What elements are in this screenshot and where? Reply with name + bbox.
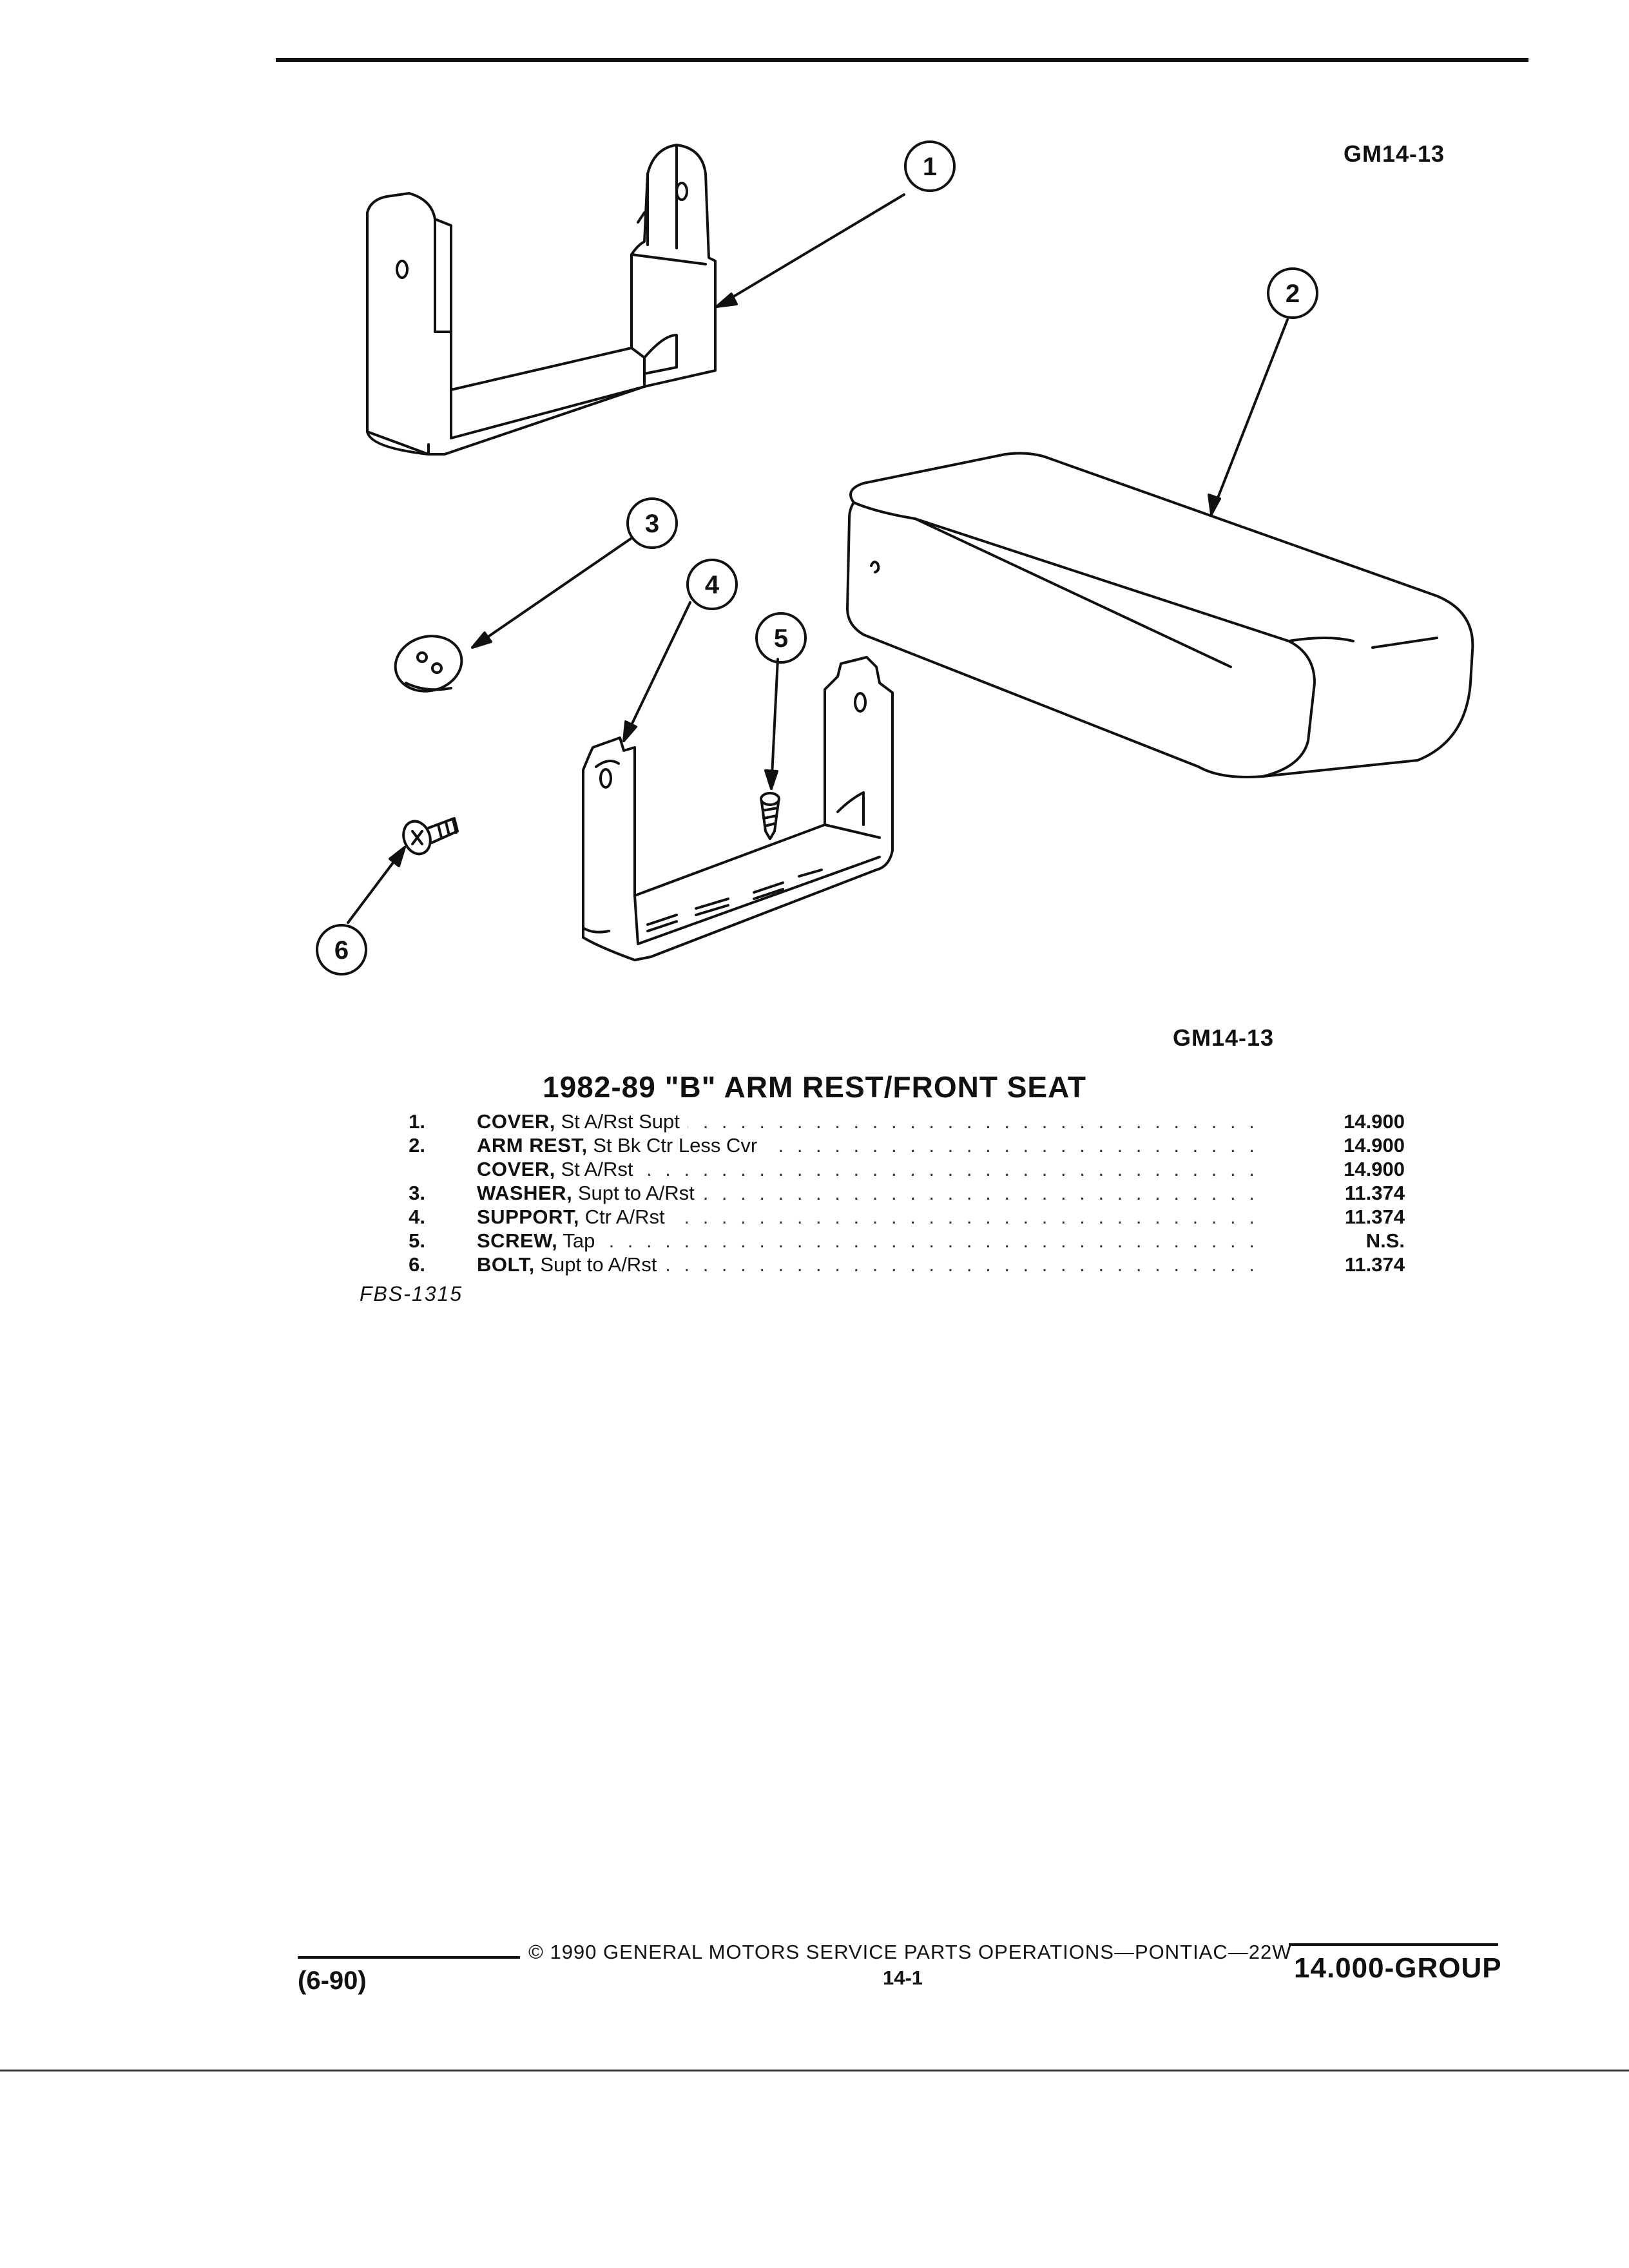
callout-circle-3 [626,497,678,549]
parts-row: 2. . . . . . . . . . . . . . . . . . . .… [361,1133,1405,1157]
part-number: 5. [409,1229,425,1252]
part-detail: Tap [563,1229,595,1252]
callout-label-3: 3 [645,510,659,538]
group-number: N.S. [1365,1229,1405,1252]
parts-row: . . . . . . . . . . . . . . . . . . . . … [361,1157,1405,1181]
part-name: ARM REST, [477,1134,588,1157]
part-description: SUPPORT, Ctr A/Rst [477,1205,673,1229]
group-number: 14.900 [1344,1110,1405,1133]
callout-circle-6 [316,924,367,975]
part-number: 4. [409,1206,425,1228]
callout-circle-1 [904,140,956,192]
part-number: 1. [409,1110,425,1133]
part-cover-support [366,144,717,456]
part-name: WASHER, [477,1182,573,1204]
part-name: BOLT, [477,1253,535,1276]
part-number: 3. [409,1182,425,1204]
part-name: COVER, [477,1110,555,1133]
footer-copyright: © 1990 GENERAL MOTORS SERVICE PARTS OPER… [528,1941,1292,1963]
part-description: SCREW, Tap [477,1229,603,1253]
part-description: BOLT, Supt to A/Rst [477,1253,665,1276]
group-number: 11.374 [1344,1206,1405,1228]
callout-label-2: 2 [1286,280,1300,308]
section-title: 1982-89 "B" ARM REST/FRONT SEAT [543,1070,1086,1104]
parts-row: 6. . . . . . . . . . . . . . . . . . . .… [361,1253,1405,1276]
part-arm-rest [846,452,1474,778]
figure-code-top: GM14-13 [1344,140,1445,167]
bottom-rule [0,2070,1629,2071]
leader-dots: . . . . . . . . . . . . . . . . . . . . … [477,1229,1263,1252]
part-bolt [402,817,459,856]
part-tap-screw [760,792,780,840]
exploded-view-diagram: 1 2 3 4 5 6 [316,140,1474,975]
leader-arrows [347,193,1289,924]
part-washer [394,635,463,693]
part-number: 6. [409,1253,425,1276]
part-description: COVER, St A/Rst [477,1157,641,1181]
part-detail: St A/Rst Supt [561,1110,680,1133]
part-name: SCREW, [477,1229,558,1252]
top-rule [276,58,1528,62]
group-number: 11.374 [1344,1182,1405,1204]
callout-label-6: 6 [334,936,349,965]
part-name: SUPPORT, [477,1206,580,1228]
part-detail: Supt to A/Rst [540,1253,657,1276]
part-detail: St Bk Ctr Less Cvr [593,1134,758,1157]
footer-rule-right [1289,1943,1498,1946]
figure-code-bottom: GM14-13 [1173,1024,1275,1051]
part-detail: Supt to A/Rst [577,1182,695,1204]
group-number: 14.900 [1344,1134,1405,1157]
part-description: ARM REST, St Bk Ctr Less Cvr [477,1133,766,1157]
parts-list: 1. . . . . . . . . . . . . . . . . . . .… [361,1110,1405,1276]
parts-row: 1. . . . . . . . . . . . . . . . . . . .… [361,1110,1405,1133]
part-detail: St A/Rst [561,1158,633,1180]
parts-row: 5. . . . . . . . . . . . . . . . . . . .… [361,1229,1405,1253]
part-description: WASHER, Supt to A/Rst [477,1181,702,1205]
group-number: 14.900 [1344,1158,1405,1180]
part-description: COVER, St A/Rst Supt [477,1110,688,1133]
callout-label-1: 1 [923,153,937,181]
footer-page-number: 14-1 [883,1966,923,1989]
footer-rule-left [298,1956,520,1959]
callout-circle-2 [1267,267,1318,319]
part-support-bracket [582,656,894,961]
fbs-code: FBS-1315 [360,1282,463,1305]
group-number: 11.374 [1344,1253,1405,1276]
parts-row: 3. . . . . . . . . . . . . . . . . . . .… [361,1181,1405,1205]
footer-date: (6-90) [298,1966,367,1995]
callout-label-4: 4 [705,571,720,599]
callout-label-5: 5 [774,624,788,653]
callout-circles [316,140,1318,975]
part-number: 2. [409,1134,425,1157]
parts-row: 4. . . . . . . . . . . . . . . . . . . .… [361,1205,1405,1229]
callout-circle-5 [755,612,807,664]
callout-circle-4 [686,559,738,610]
footer-group: 14.000-GROUP [1294,1952,1502,1984]
part-detail: Ctr A/Rst [584,1206,665,1228]
part-name: COVER, [477,1158,555,1180]
